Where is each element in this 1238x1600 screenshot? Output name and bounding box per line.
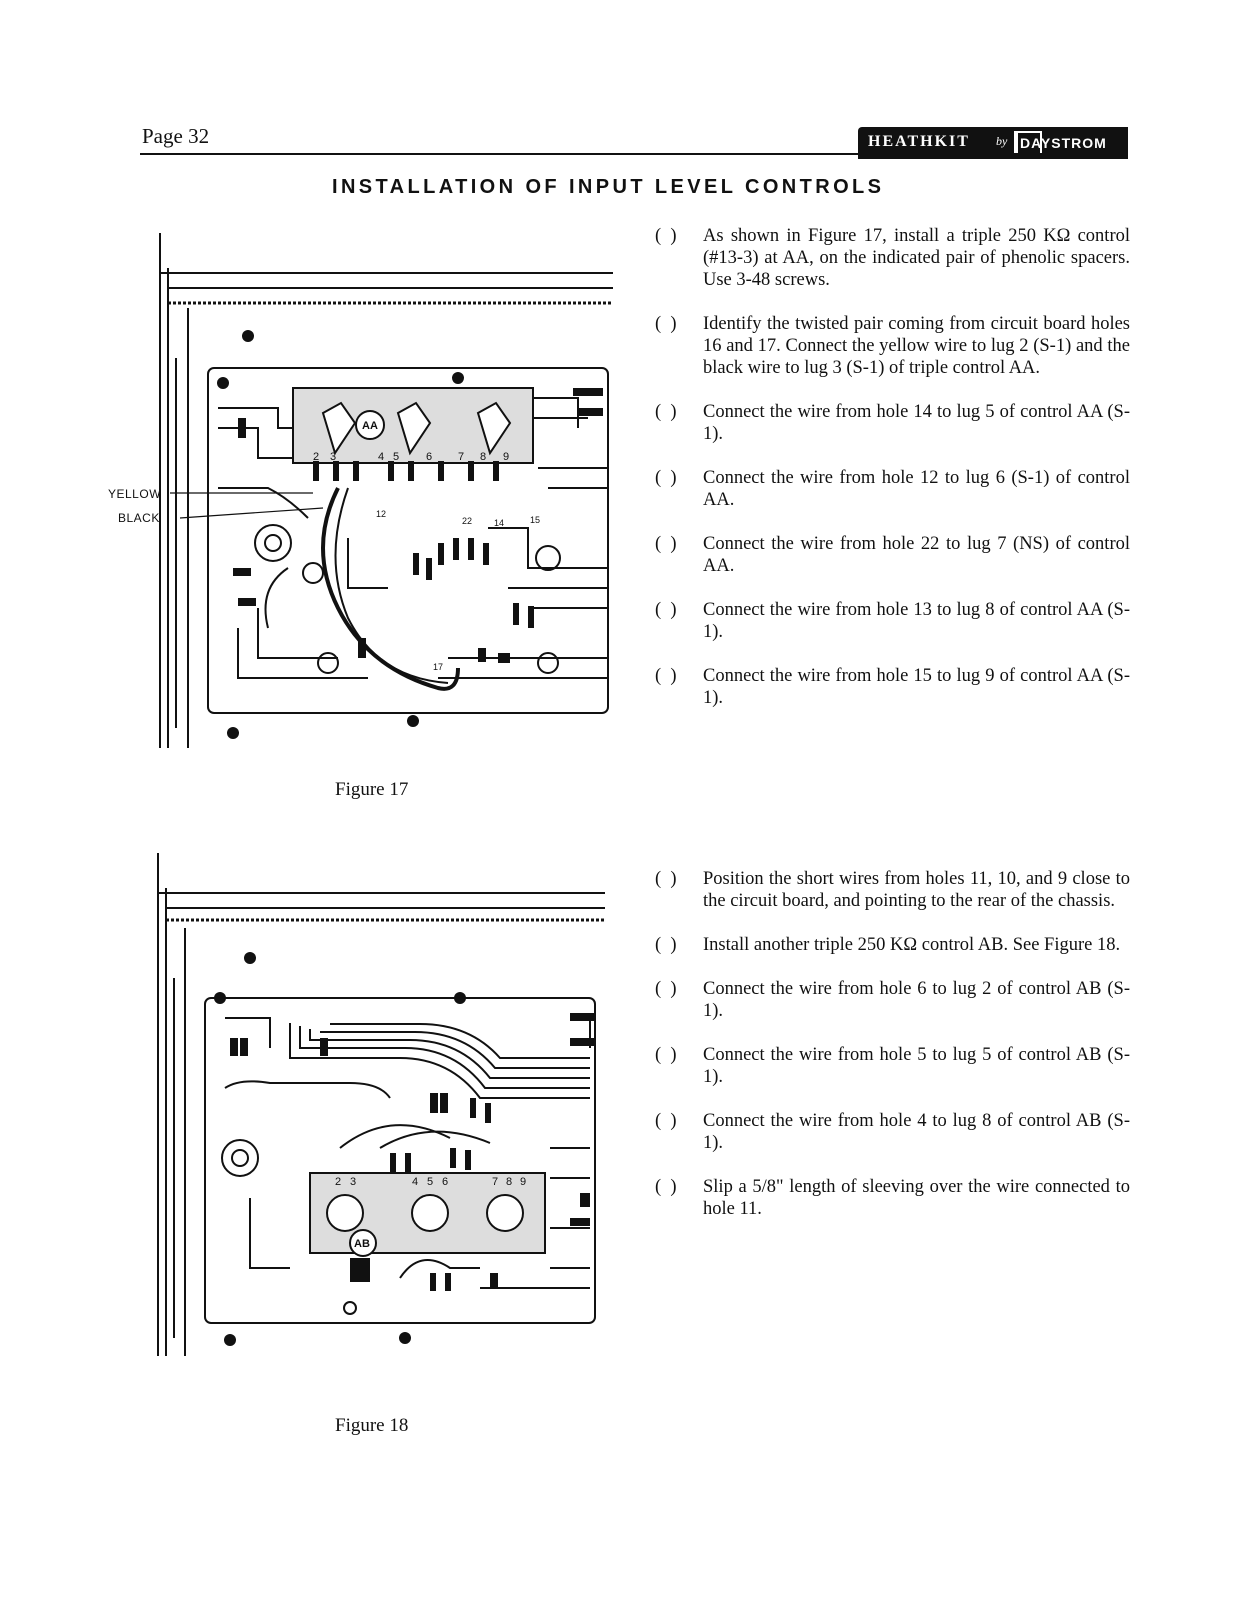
step-item: ( ) Identify the twisted pair coming fro…: [655, 313, 1130, 379]
step-checkbox[interactable]: ( ): [655, 534, 677, 554]
step-text: Connect the wire from hole 13 to lug 8 o…: [703, 600, 1130, 642]
lug-number: 4: [378, 451, 384, 463]
figure-17-diagram: 2 3 4 5 6 7 8 9 12 22 14 15 17 AA: [108, 228, 618, 753]
step-checkbox[interactable]: ( ): [655, 935, 677, 955]
step-item: ( ) Install another triple 250 KΩ contro…: [655, 934, 1130, 956]
hole-number: 22: [462, 516, 472, 526]
step-item: ( ) Connect the wire from hole 14 to lug…: [655, 401, 1130, 445]
lug-number: 2: [335, 1176, 341, 1188]
figure-18-diagram: 2 3 4 5 6 7 8 9 AB: [150, 848, 610, 1358]
lug-number: 3: [330, 451, 336, 463]
step-text: Connect the wire from hole 4 to lug 8 of…: [703, 1111, 1130, 1153]
step-checkbox[interactable]: ( ): [655, 1045, 677, 1065]
step-checkbox[interactable]: ( ): [655, 666, 677, 686]
brand-heathkit: HEATHKIT: [868, 133, 970, 150]
step-checkbox[interactable]: ( ): [655, 979, 677, 999]
figure-18-caption: Figure 18: [335, 1415, 409, 1436]
control-label: AB: [354, 1238, 370, 1250]
step-item: ( ) Connect the wire from hole 6 to lug …: [655, 978, 1130, 1022]
lug-number: 9: [503, 451, 509, 463]
steps-group-a: ( ) As shown in Figure 17, install a tri…: [655, 225, 1130, 731]
step-checkbox[interactable]: ( ): [655, 1177, 677, 1197]
lug-number: 8: [480, 451, 486, 463]
step-checkbox[interactable]: ( ): [655, 1111, 677, 1131]
step-item: ( ) Connect the wire from hole 5 to lug …: [655, 1044, 1130, 1088]
header-rule: [140, 153, 1128, 155]
figure-17-svg: 2 3 4 5 6 7 8 9 12 22 14 15 17 AA: [159, 233, 613, 748]
lug-number: 7: [458, 451, 464, 463]
step-item: ( ) Connect the wire from hole 12 to lug…: [655, 467, 1130, 511]
brand-daystrom: DAYSTROM: [1020, 135, 1107, 151]
figure-17-caption: Figure 17: [335, 779, 409, 800]
lug-number: 6: [426, 451, 432, 463]
brand-by: by: [996, 134, 1008, 148]
step-checkbox[interactable]: ( ): [655, 402, 677, 422]
step-text: Connect the wire from hole 14 to lug 5 o…: [703, 402, 1130, 444]
lug-number: 7: [492, 1176, 498, 1188]
hole-number: 17: [433, 662, 443, 672]
section-title: INSTALLATION OF INPUT LEVEL CONTROLS: [332, 176, 885, 198]
step-text: Connect the wire from hole 22 to lug 7 (…: [703, 534, 1130, 576]
step-item: ( ) Position the short wires from holes …: [655, 868, 1130, 912]
step-item: ( ) Slip a 5/8" length of sleeving over …: [655, 1176, 1130, 1220]
step-text: Connect the wire from hole 5 to lug 5 of…: [703, 1045, 1130, 1087]
lug-number: 5: [393, 451, 399, 463]
step-text: Slip a 5/8" length of sleeving over the …: [703, 1177, 1130, 1219]
page-number: Page 32: [142, 124, 210, 148]
control-label: AA: [362, 420, 378, 432]
step-checkbox[interactable]: ( ): [655, 869, 677, 889]
figure-18-svg: 2 3 4 5 6 7 8 9 AB: [157, 853, 605, 1356]
wire-label-black: BLACK: [118, 511, 160, 525]
step-text: Connect the wire from hole 6 to lug 2 of…: [703, 979, 1130, 1021]
step-item: ( ) Connect the wire from hole 22 to lug…: [655, 533, 1130, 577]
hole-number: 12: [376, 509, 386, 519]
hole-number: 14: [494, 518, 504, 528]
lug-number: 2: [313, 451, 319, 463]
step-text: As shown in Figure 17, install a triple …: [703, 226, 1130, 290]
step-checkbox[interactable]: ( ): [655, 600, 677, 620]
step-checkbox[interactable]: ( ): [655, 468, 677, 488]
wire-label-yellow: YELLOW: [108, 487, 162, 501]
lug-number: 3: [350, 1176, 356, 1188]
step-text: Install another triple 250 KΩ control AB…: [703, 935, 1121, 955]
step-checkbox[interactable]: ( ): [655, 314, 677, 334]
step-text: Connect the wire from hole 12 to lug 6 (…: [703, 468, 1130, 510]
step-item: ( ) As shown in Figure 17, install a tri…: [655, 225, 1130, 291]
lug-number: 6: [442, 1176, 448, 1188]
step-checkbox[interactable]: ( ): [655, 226, 677, 246]
step-item: ( ) Connect the wire from hole 4 to lug …: [655, 1110, 1130, 1154]
step-text: Position the short wires from holes 11, …: [703, 869, 1130, 911]
step-item: ( ) Connect the wire from hole 15 to lug…: [655, 665, 1130, 709]
step-text: Connect the wire from hole 15 to lug 9 o…: [703, 666, 1130, 708]
step-item: ( ) Connect the wire from hole 13 to lug…: [655, 599, 1130, 643]
step-text: Identify the twisted pair coming from ci…: [703, 314, 1130, 378]
lug-number: 8: [506, 1176, 512, 1188]
lug-number: 4: [412, 1176, 418, 1188]
steps-group-b: ( ) Position the short wires from holes …: [655, 868, 1130, 1242]
lug-number: 5: [427, 1176, 433, 1188]
hole-number: 15: [530, 515, 540, 525]
lug-number: 9: [520, 1176, 526, 1188]
